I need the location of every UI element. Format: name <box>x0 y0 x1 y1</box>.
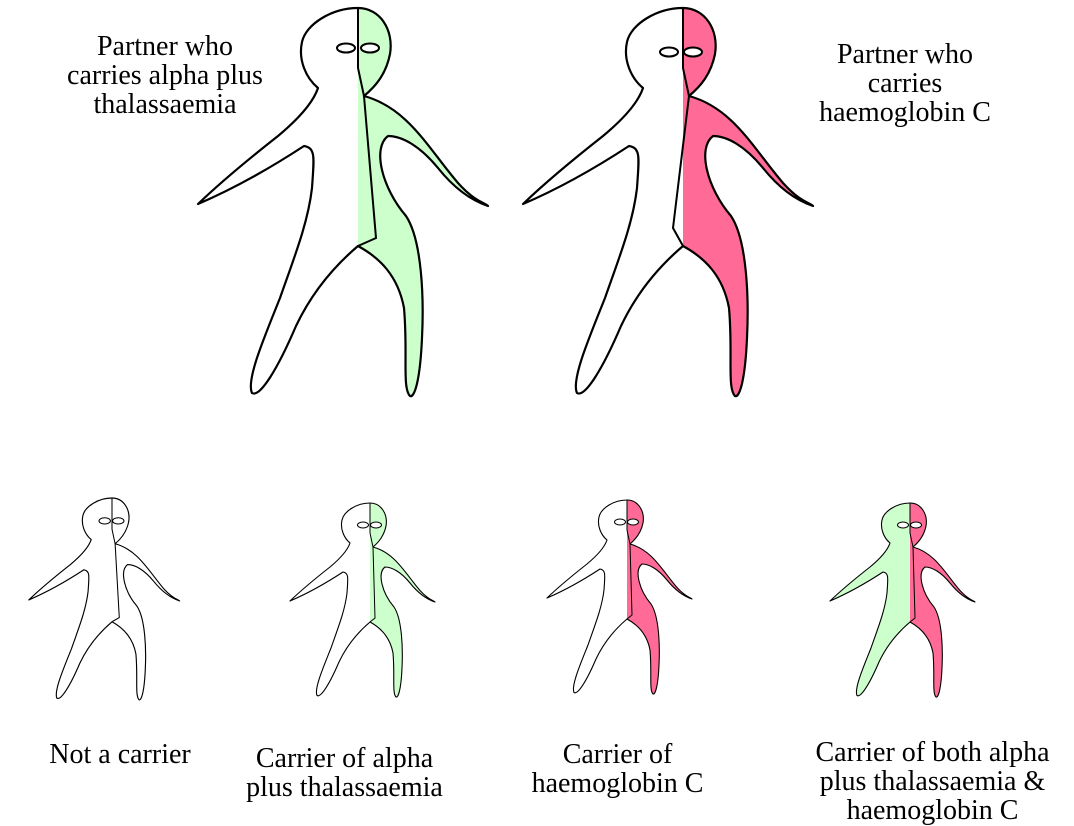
eye-icon <box>361 44 379 53</box>
eye-icon <box>684 48 702 57</box>
eye-icon <box>371 522 382 528</box>
eye-icon <box>911 522 922 528</box>
child-not-carrier-label: Not a carrier <box>20 740 220 769</box>
eye-icon <box>99 518 110 524</box>
child-alpha-plus-carrier-figure <box>290 503 435 697</box>
child-haemoglobin-c-carrier-figure <box>547 500 692 694</box>
eye-icon <box>628 519 639 525</box>
eye-icon <box>660 48 678 57</box>
eye-icon <box>898 522 909 528</box>
eye-icon <box>113 518 124 524</box>
child-alpha-plus-carrier-label: Carrier of alpha plus thalassaemia <box>222 744 467 802</box>
parent-haemoglobin-c-figure <box>523 8 813 396</box>
child-haemoglobin-c-carrier-label: Carrier of haemoglobin C <box>510 740 725 798</box>
parent-alpha-plus-label: Partner who carries alpha plus thalassae… <box>40 32 290 119</box>
eye-icon <box>358 522 369 528</box>
eye-icon <box>337 44 355 53</box>
child-both-carrier-figure <box>830 503 975 697</box>
parent-haemoglobin-c-label: Partner who carries haemoglobin C <box>790 40 1020 127</box>
eye-icon <box>615 519 626 525</box>
child-not-carrier-figure <box>29 498 180 700</box>
child-both-carrier-label: Carrier of both alpha plus thalassaemia … <box>795 738 1070 825</box>
